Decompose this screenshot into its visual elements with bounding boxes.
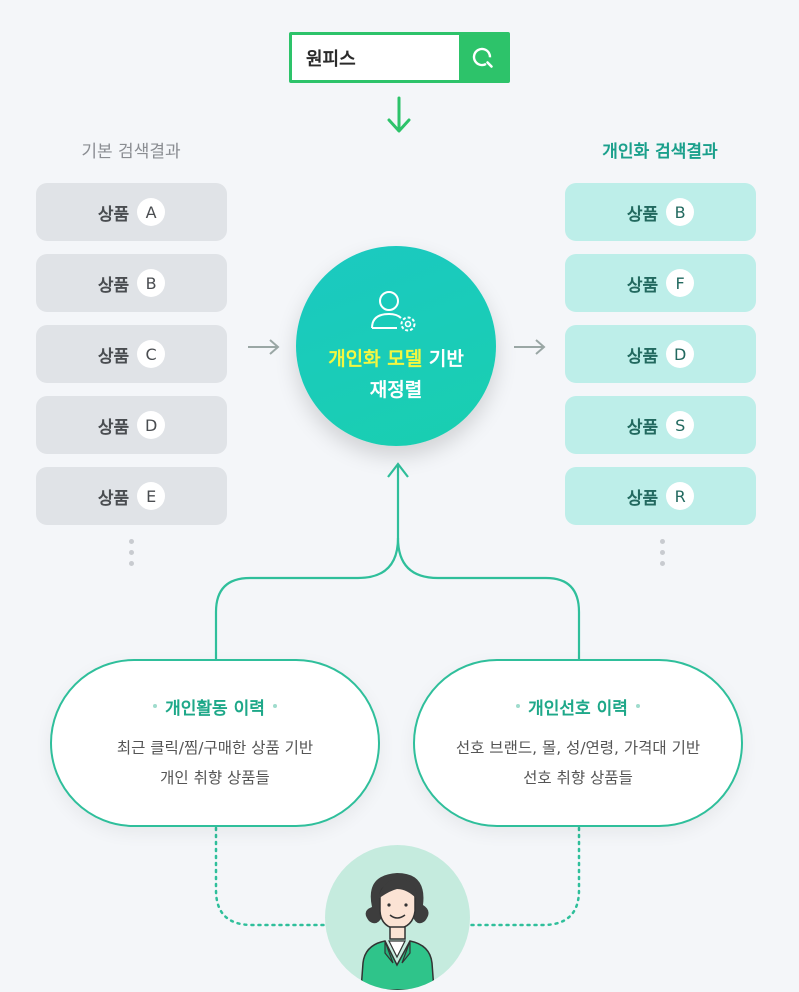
right-arrow-icon: [248, 339, 280, 355]
item-badge: D: [666, 340, 695, 368]
down-arrow-icon: [387, 96, 411, 133]
center-title-line1: 개인화 모델 기반: [328, 344, 464, 371]
basic-results-title: 기본 검색결과: [81, 142, 181, 162]
item-badge: S: [666, 411, 695, 439]
search-button[interactable]: [459, 35, 507, 80]
item-label: 상품: [97, 346, 130, 367]
user-avatar: [325, 845, 470, 990]
item-badge: A: [137, 198, 166, 226]
item-label: 상품: [97, 417, 130, 438]
personal-result-item: 상품 R: [565, 467, 756, 525]
personal-result-item: 상품 S: [565, 396, 756, 454]
preference-history-title: 개인선호 이력: [516, 694, 640, 719]
basic-result-item: 상품 D: [36, 396, 227, 454]
item-badge: B: [137, 269, 166, 297]
personal-results-title: 개인화 검색결과: [602, 142, 718, 162]
center-title-line2: 재정렬: [369, 379, 423, 401]
basic-result-item: 상품 B: [36, 254, 227, 312]
item-label: 상품: [626, 275, 659, 296]
user-avatar-illustration: [360, 873, 435, 990]
search-bar: 원피스: [289, 32, 510, 83]
basic-result-item: 상품 A: [36, 183, 227, 241]
preference-history-desc: 선호 브랜드, 몰, 성/연령, 가격대 기반 선호 취향 상품들: [455, 738, 701, 787]
search-input[interactable]: 원피스: [306, 48, 356, 70]
more-ellipsis-icon: [129, 539, 135, 572]
item-label: 상품: [626, 204, 659, 225]
basic-result-item: 상품 C: [36, 325, 227, 383]
item-badge: B: [666, 198, 695, 226]
item-label: 상품: [626, 488, 659, 509]
activity-history-desc: 최근 클릭/찜/구매한 상품 기반 개인 취향 상품들: [116, 738, 314, 787]
personalization-model-node: 개인화 모델 기반 재정렬: [296, 246, 496, 446]
item-label: 상품: [97, 275, 130, 296]
item-badge: D: [137, 411, 166, 439]
center-title-rest: 기반: [422, 348, 464, 370]
personal-result-item: 상품 D: [565, 325, 756, 383]
center-highlight: 개인화 모델: [328, 348, 423, 370]
item-label: 상품: [97, 488, 130, 509]
item-badge: C: [137, 340, 166, 368]
personal-result-item: 상품 F: [565, 254, 756, 312]
basic-result-item: 상품 E: [36, 467, 227, 525]
item-badge: F: [666, 269, 695, 297]
right-arrow-icon: [514, 339, 546, 355]
item-label: 상품: [626, 346, 659, 367]
preference-history-node: 개인선호 이력 선호 브랜드, 몰, 성/연령, 가격대 기반 선호 취향 상품…: [413, 659, 743, 827]
item-label: 상품: [97, 204, 130, 225]
activity-history-node: 개인활동 이력 최근 클릭/찜/구매한 상품 기반 개인 취향 상품들: [50, 659, 380, 827]
search-icon: [472, 47, 493, 68]
user-gear-icon: [371, 291, 416, 332]
more-ellipsis-icon: [660, 539, 666, 572]
item-badge: R: [666, 482, 695, 510]
item-label: 상품: [626, 417, 659, 438]
activity-history-title: 개인활동 이력: [153, 694, 277, 719]
item-badge: E: [137, 482, 166, 510]
personal-result-item: 상품 B: [565, 183, 756, 241]
